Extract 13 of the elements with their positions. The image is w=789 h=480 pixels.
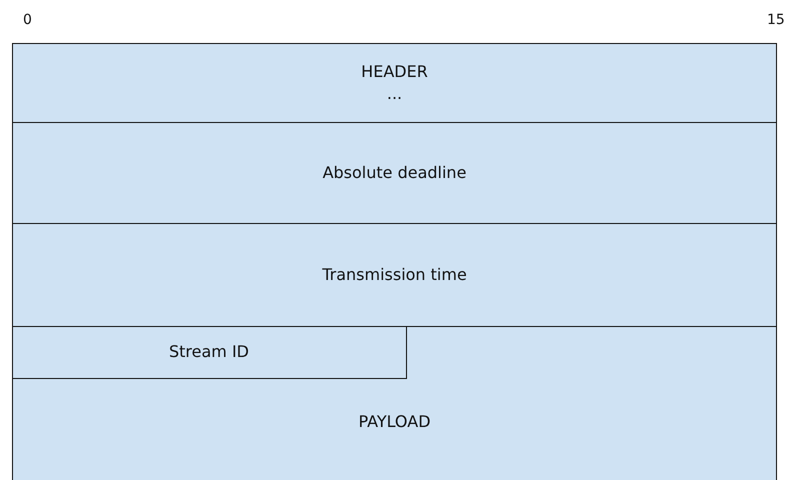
bit-index: 15 — [767, 12, 785, 28]
field-label: PAYLOAD — [358, 410, 431, 432]
field-label: HEADER — [361, 60, 428, 83]
field-label: ... — [386, 83, 402, 105]
bit-index: 0 — [23, 12, 32, 28]
field-label: Absolute deadline — [322, 162, 466, 184]
field-label: Transmission time — [322, 264, 467, 286]
field-box — [12, 326, 777, 480]
field-box — [12, 43, 777, 123]
field-box — [12, 122, 777, 224]
field-box — [12, 325, 406, 379]
field-box — [12, 223, 777, 327]
field-label: Stream ID — [168, 340, 249, 363]
